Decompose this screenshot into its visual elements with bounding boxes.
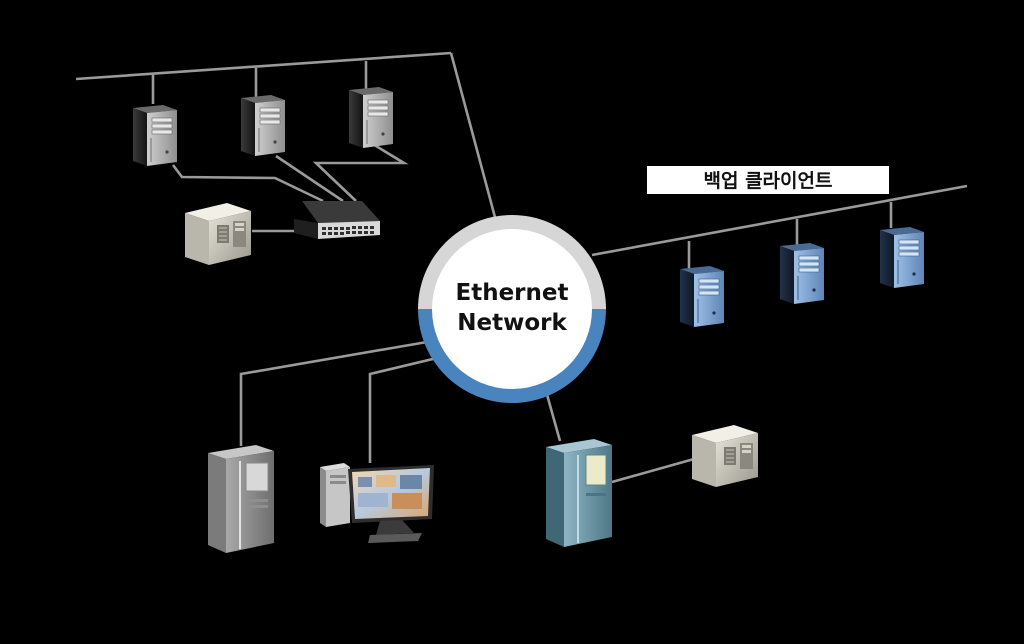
teal-cabinet-server-icon — [545, 438, 613, 548]
backup-client-1-icon — [679, 265, 725, 327]
hub-label-line1: Ethernet — [456, 280, 569, 306]
top-bus-to-hub — [449, 52, 498, 222]
server3-to-switch — [312, 141, 409, 202]
backup-client-label: 백업 클라이언트 — [647, 166, 889, 194]
backup-client-label-box — [647, 166, 889, 194]
hub-to-teal-cabinet — [544, 390, 562, 442]
tower-server-1-icon — [132, 104, 178, 166]
backup-client-3-icon — [879, 226, 925, 288]
hub-center — [432, 229, 592, 389]
server1-to-switch — [171, 164, 324, 203]
tower-server-2-icon — [240, 94, 286, 156]
gray-cabinet-server-icon — [207, 444, 275, 554]
server2-to-switch — [275, 154, 344, 203]
teal-to-storage — [611, 457, 695, 484]
tower-server-3-icon — [348, 86, 394, 148]
hub-label-line2: Network — [457, 310, 567, 336]
ethernet-hub: Ethernet Network — [418, 215, 606, 403]
backup-client-label-text: 백업 클라이언트 — [704, 170, 833, 192]
hub-to-workstation — [368, 356, 438, 463]
storage-unit-right-icon — [691, 424, 759, 488]
hub-to-gray-cabinet — [239, 340, 428, 446]
right-bus-line — [591, 184, 968, 257]
workstation-icon — [320, 463, 434, 543]
backup-client-2-icon — [779, 242, 825, 304]
storage-unit-left-icon — [184, 202, 252, 266]
top-bus-line — [75, 51, 452, 81]
switch-icon — [294, 201, 380, 239]
network-links — [75, 51, 968, 484]
